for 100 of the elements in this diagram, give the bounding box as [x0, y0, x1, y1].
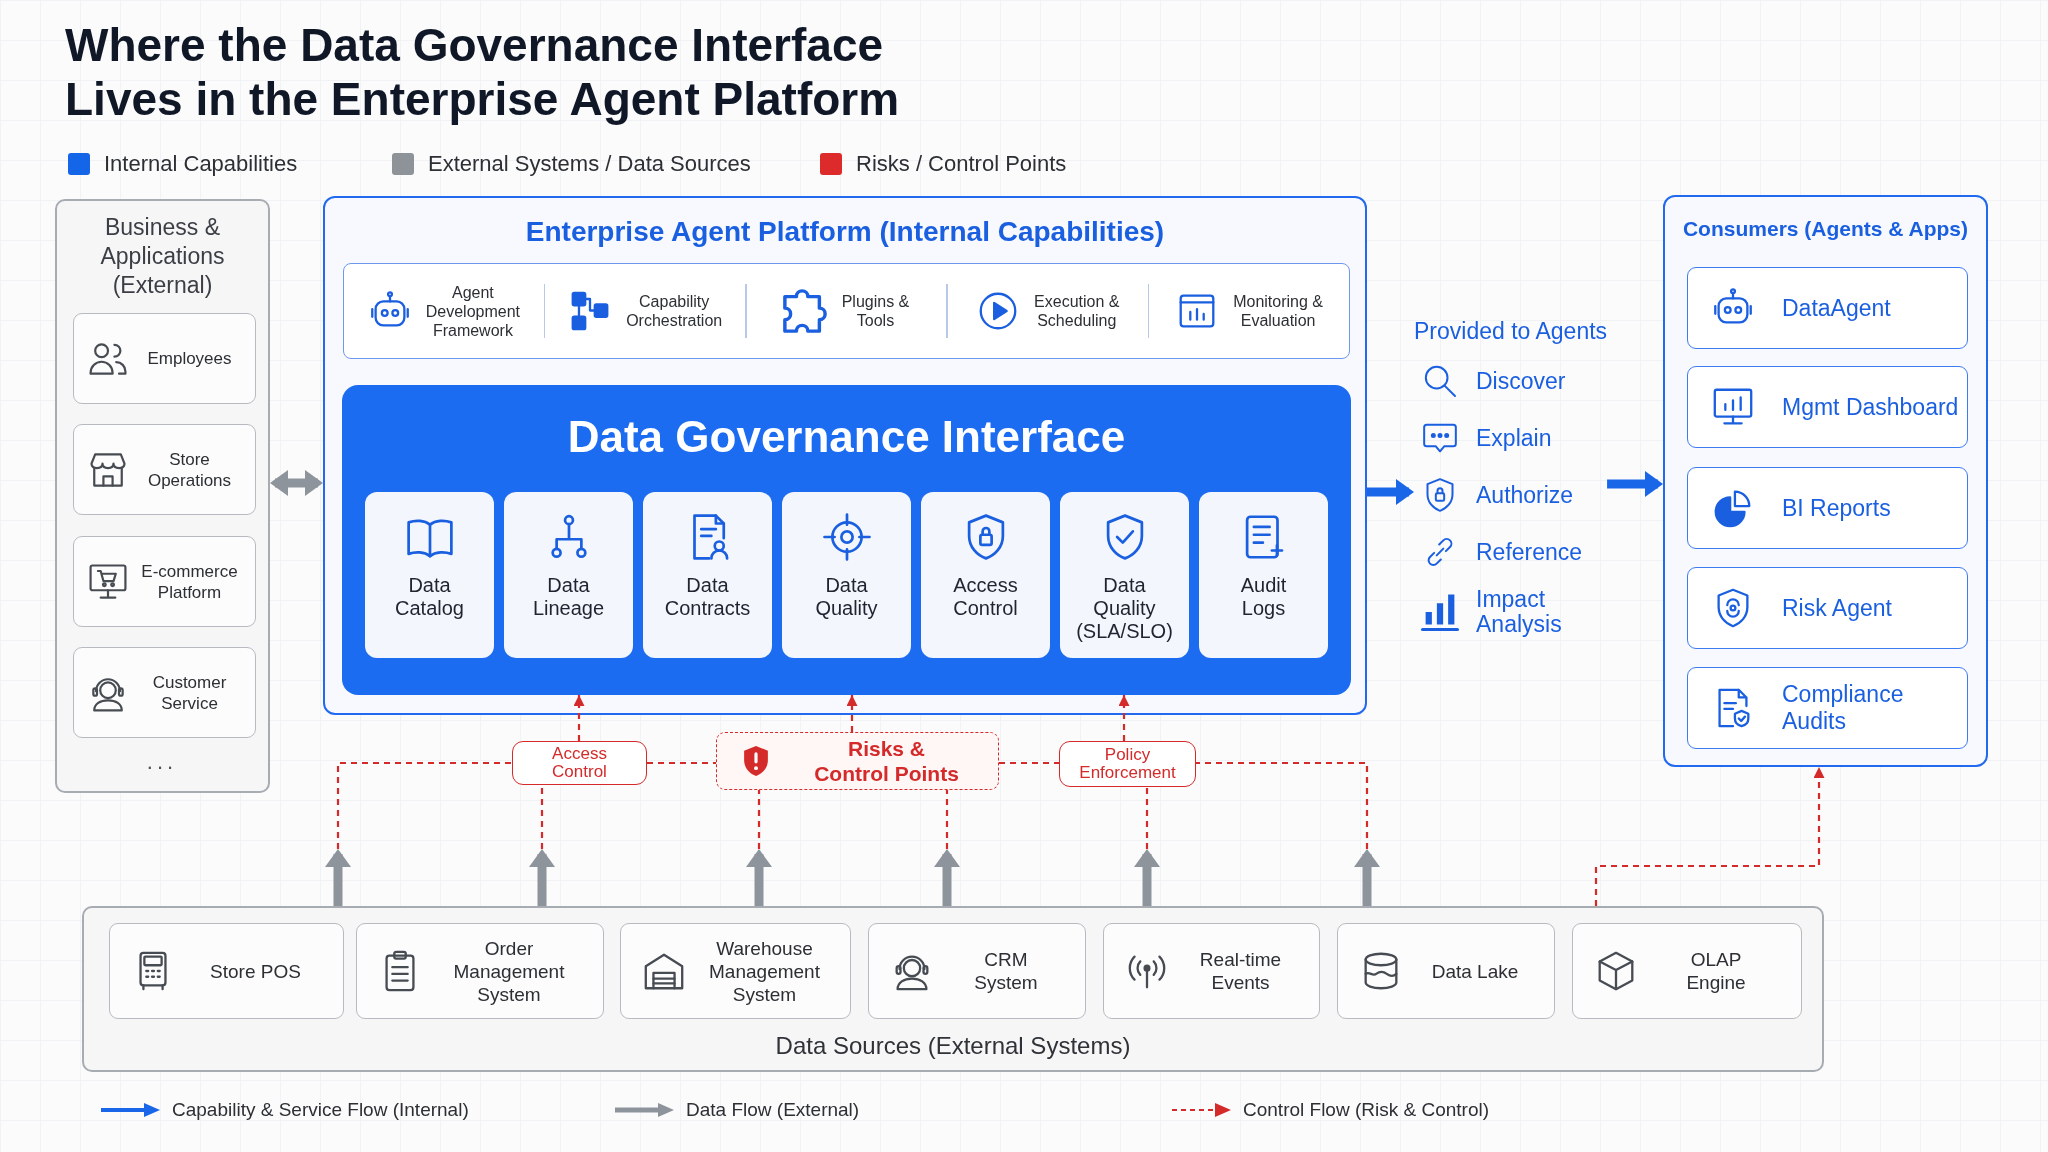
capability-tile: [504, 492, 633, 658]
capability-label: Capability Orchestration: [625, 292, 724, 330]
card-label: Order Management System: [453, 936, 565, 1006]
governance-panel: [342, 385, 1351, 695]
legend-text: Data Flow (External): [686, 1098, 860, 1122]
card-label: Warehouse Management System: [709, 936, 820, 1006]
tile-label: Audit Logs: [1240, 574, 1287, 620]
card-label: E-commerce Platform: [140, 560, 239, 603]
arrow: [1367, 479, 1414, 505]
legend-text: Control Flow (Risk & Control): [1243, 1098, 1489, 1122]
card-label: DataAgent: [1782, 294, 1891, 322]
arrow: [529, 849, 555, 906]
arrow: [934, 849, 960, 906]
card-label: BI Reports: [1782, 494, 1891, 522]
legend-text: Capability & Service Flow (Internal): [172, 1098, 469, 1122]
control-tag: [512, 741, 647, 785]
dashed-line: [647, 761, 716, 765]
panel-title: Business & Applications (External): [99, 213, 226, 300]
list-item: Reference: [1476, 539, 1583, 565]
tag-label: Policy Enforcement: [1079, 746, 1176, 782]
platform-panel: [323, 196, 1367, 715]
legend-text: Internal Capabilities: [104, 151, 298, 177]
card-label: Real-time Events: [1199, 948, 1282, 994]
dashed-line: [1145, 787, 1149, 849]
tile-label: Data Quality (SLA/SLO): [1076, 574, 1173, 643]
list-item: Authorize: [1476, 482, 1574, 508]
card-label: Store POS: [210, 959, 301, 983]
dashed-line: [999, 761, 1059, 765]
capability-label: Execution & Scheduling: [1033, 292, 1121, 330]
arrow: [746, 849, 772, 906]
arrow: [1134, 849, 1160, 906]
capability-bar: [343, 263, 1350, 359]
tile-label: Data Contracts: [664, 574, 751, 620]
capability-label: Plugins & Tools: [840, 292, 911, 330]
dashed-line: [757, 790, 761, 849]
diagram-title: Where the Data Governance Interface Lives in the Enterprise Agent Platform: [65, 18, 901, 126]
app-card: [73, 647, 256, 738]
card-label: OLAP Engine: [1686, 948, 1746, 994]
ellipsis-text: ...: [146, 750, 178, 774]
capability-tile: [1060, 492, 1189, 658]
consumer-card: [1687, 267, 1968, 349]
arrow: [325, 849, 351, 906]
source-card: [1572, 923, 1802, 1019]
consumer-card: [1687, 366, 1968, 448]
risk-box: [716, 732, 999, 790]
card-label: Data Lake: [1431, 959, 1519, 983]
panel-title: Consumers (Agents & Apps): [1682, 216, 1969, 242]
dashed-line: [336, 761, 512, 849]
dashed-arrow: [1594, 767, 1825, 906]
dashed-line: [945, 790, 949, 849]
card-label: CRM System: [974, 948, 1038, 994]
source-card: [868, 923, 1086, 1019]
tile-label: Data Catalog: [395, 574, 464, 620]
capability-tile: [921, 492, 1050, 658]
consumer-card: [1687, 567, 1968, 649]
dashed-arrow: [573, 695, 585, 741]
double-arrow: [270, 470, 323, 496]
source-card: [1103, 923, 1320, 1019]
panel-title: Data Sources (External Systems): [775, 1031, 1131, 1061]
tile-label: Data Quality: [815, 574, 878, 620]
panel: [1663, 195, 1988, 767]
list-item: Discover: [1476, 368, 1566, 394]
list-item: Impact Analysis: [1476, 587, 1562, 637]
app-card: [73, 313, 256, 404]
tile-label: Data Lineage: [532, 574, 605, 620]
tile-label: Access Control: [953, 574, 1018, 620]
card-label: Employees: [147, 348, 232, 369]
panel-title: Enterprise Agent Platform (Internal Capabilities): [525, 215, 1165, 249]
source-card: [1337, 923, 1555, 1019]
dashed-arrow: [846, 695, 858, 732]
legend-text: Risks / Control Points: [856, 151, 1067, 177]
capability-tile: [1199, 492, 1328, 658]
card-label: Store Operations: [147, 448, 232, 491]
legend-text: External Systems / Data Sources: [428, 151, 751, 177]
capability-label: Agent Development Framework: [424, 282, 521, 340]
panel-title: Data Governance Interface: [567, 411, 1126, 463]
card-label: Customer Service: [152, 671, 227, 714]
source-card: [620, 923, 851, 1019]
tag-label: Access Control: [552, 745, 607, 781]
capability-tile: [643, 492, 772, 658]
control-tag: [1059, 741, 1196, 787]
dashed-line: [1196, 761, 1369, 849]
arrow: [1354, 849, 1380, 906]
app-card: [73, 424, 256, 515]
consumer-card: [1687, 667, 1968, 749]
capability-tile: [365, 492, 494, 658]
capability-label: Monitoring & Evaluation: [1232, 292, 1324, 330]
panel: [55, 199, 270, 793]
list-item: Explain: [1476, 425, 1552, 451]
card-label: Risk Agent: [1782, 594, 1892, 622]
dashed-line: [540, 785, 544, 849]
panel: [82, 906, 1824, 1072]
consumer-card: [1687, 467, 1968, 549]
app-card: [73, 536, 256, 627]
source-card: [356, 923, 604, 1019]
list-heading: Provided to Agents: [1414, 317, 1608, 346]
card-label: Compliance Audits: [1782, 681, 1904, 735]
source-card: [109, 923, 344, 1019]
arrow: [1607, 471, 1663, 497]
risk-label: Risks & Control Points: [813, 736, 960, 786]
